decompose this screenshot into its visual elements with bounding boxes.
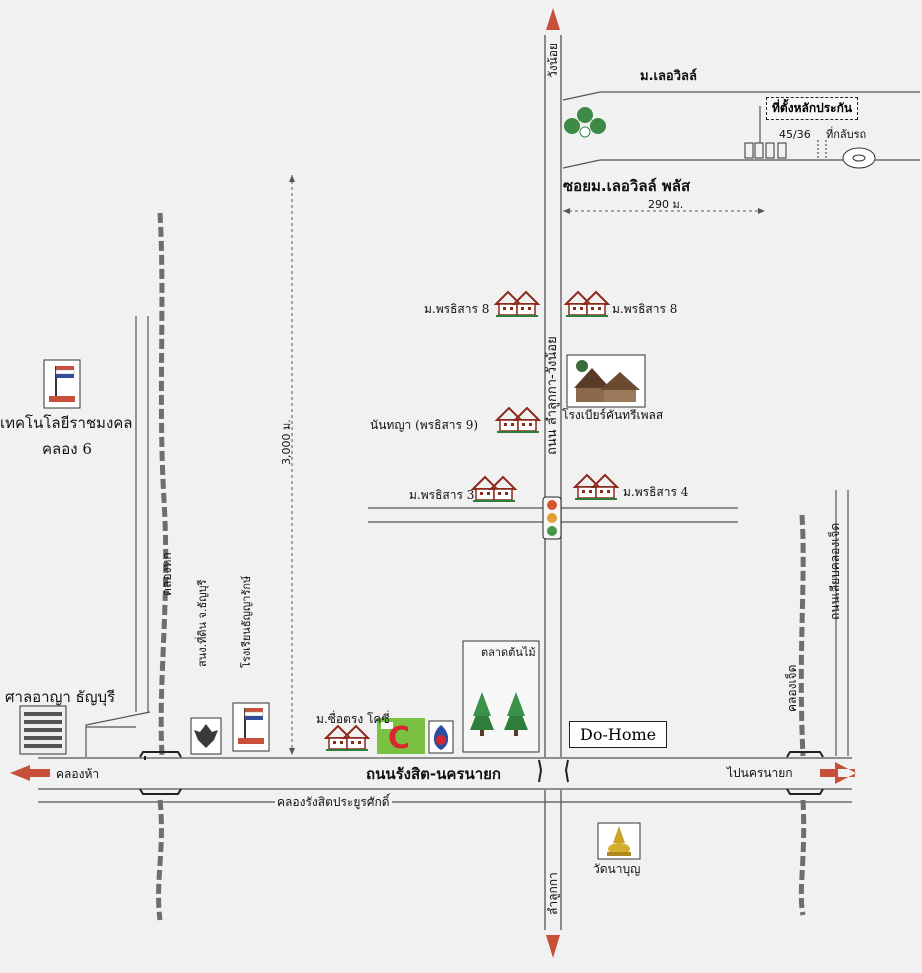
village-porntisarn-8-left: ม.พรธิสาร 8 — [424, 302, 490, 316]
trees-icon — [564, 107, 606, 138]
university-flag-icon — [43, 359, 81, 409]
court-access-road — [85, 711, 151, 757]
road-rangsit-nakhonnayok — [38, 756, 852, 790]
distance-290-label: 290 ม. — [648, 198, 684, 211]
road-le-ville — [562, 91, 920, 169]
tree-market-label: ตลาดต้นไม้ — [481, 646, 536, 659]
property-label: ที่ตั้งหลักประกัน — [766, 97, 859, 120]
village-porntisarn-8-right: ม.พรธิสาร 8 — [612, 302, 678, 316]
court-building-icon — [19, 705, 67, 755]
north-arrow — [546, 8, 560, 30]
house-icon — [326, 726, 368, 750]
university-label-2: คลอง 6 — [42, 440, 92, 458]
tree-market — [462, 640, 540, 753]
gas-station-icon — [428, 720, 454, 754]
distance-290-line — [563, 208, 765, 214]
court-label: ศาลอาญา ธัญบุรี — [5, 688, 116, 706]
resort-label: โรงเบียร์คันทรีเพลส — [562, 408, 664, 422]
garuda-icon — [190, 717, 222, 755]
resort-icon — [566, 354, 646, 408]
temple-label: วัดนาบุญ — [593, 862, 641, 876]
university-label-1: เทคโนโลยีราชมงคล — [0, 414, 133, 432]
traffic-light-icon — [542, 496, 562, 540]
bigc-letter: C — [388, 721, 410, 756]
village-le-ville-label: ม.เลอวิลล์ — [640, 69, 697, 84]
west-direction-label: คลองห้า — [56, 767, 100, 781]
house-icon — [575, 475, 617, 499]
canal-west-label: คลองหก — [160, 552, 174, 596]
canal-rangsit-label: คลองรังสิตประยูรศักดิ์ — [275, 795, 392, 809]
main-horizontal-road-label: ถนนรังสิต-นครนายก — [366, 765, 501, 783]
road-lamlukka-wangnoi — [544, 35, 562, 930]
dohome-sign: Do-Home — [569, 721, 668, 748]
road-east-label: ถนนเลียบคลองเจ็ด — [828, 522, 842, 620]
canal-west — [135, 212, 182, 921]
main-vertical-road-label: ถนน ลำลูกกา-วังน้อย — [545, 336, 560, 455]
distance-3000-line — [289, 175, 295, 755]
canal-east-label: คลองเจ็ด — [785, 664, 799, 712]
land-office-label: สนง.ที่ดิน จ.ธัญบุรี — [196, 579, 209, 667]
cross-soi — [368, 507, 738, 523]
house-icon — [497, 408, 539, 432]
north-direction-label: วังน้อย — [546, 42, 560, 78]
school-flag-icon — [232, 702, 270, 752]
south-arrow — [546, 935, 560, 958]
house-icon — [473, 477, 515, 501]
distance-3000-label: 3,000 ม. — [280, 419, 293, 465]
nantaya-label: นันทญา (พรธิสาร 9) — [370, 418, 479, 432]
canal-east — [786, 490, 849, 916]
turnaround-icon — [842, 147, 876, 169]
soi-label: ซอยม.เลอวิลล์ พลัส — [563, 177, 691, 195]
east-arrow — [835, 762, 856, 784]
house-icon — [566, 292, 608, 316]
village-suetrong-label: ม.ซื่อตรง โคซี่ — [316, 712, 390, 726]
temple-icon — [597, 822, 641, 860]
turnaround-label: ที่กลับรถ — [826, 128, 867, 141]
house-number-label: 45/36 — [779, 128, 811, 141]
village-porntisarn-3: ม.พรธิสาร 3 — [409, 488, 475, 502]
bigc-logo-icon: C — [377, 718, 425, 756]
east-direction-label: ไปนครนายก — [727, 766, 793, 780]
property-houses — [744, 106, 827, 159]
village-porntisarn-4: ม.พรธิสาร 4 — [623, 485, 689, 499]
south-direction-label: ลำลูกกา — [546, 872, 560, 915]
school-label: โรงเรียนธัญญารักษ์ — [240, 575, 253, 668]
house-icon — [496, 292, 538, 316]
west-arrow — [10, 765, 30, 781]
